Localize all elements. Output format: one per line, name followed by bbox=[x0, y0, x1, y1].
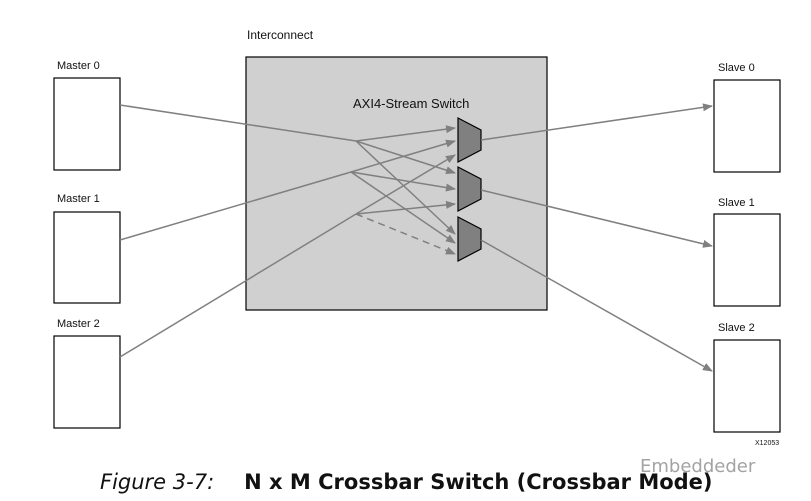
watermark: Embeddeder bbox=[640, 456, 756, 477]
mux-1 bbox=[457, 166, 482, 212]
m1-to-mux1 bbox=[350, 171, 456, 192]
interconnect-label: Interconnect bbox=[247, 28, 314, 42]
m1-to-mux0 bbox=[350, 139, 456, 173]
m2-to-mux0 bbox=[355, 154, 456, 215]
slave-1-label: Slave 1 bbox=[718, 197, 755, 209]
m0-to-mux2 bbox=[355, 140, 456, 235]
slave-0-label: Slave 0 bbox=[718, 62, 755, 74]
mux2-to-slave2 bbox=[480, 239, 713, 372]
caption-title: N x M Crossbar Switch (Crossbar Mode) bbox=[244, 470, 713, 494]
interconnect-box bbox=[245, 56, 548, 311]
m0-to-mux1 bbox=[355, 140, 456, 175]
master-2-box bbox=[53, 335, 121, 429]
master-2-label: Master 2 bbox=[57, 318, 100, 330]
master-2-connections bbox=[119, 154, 456, 358]
switch-label: AXI4-Stream Switch bbox=[353, 96, 469, 111]
master-2-trunk bbox=[119, 213, 357, 358]
figure-caption: Figure 3-7: N x M Crossbar Switch (Crossb… bbox=[100, 470, 713, 494]
m1-to-mux2 bbox=[350, 171, 456, 244]
slave-2-box bbox=[713, 339, 781, 433]
caption-number: Figure 3-7: bbox=[100, 470, 215, 494]
slave-2-label: Slave 2 bbox=[718, 322, 755, 334]
mux-2 bbox=[457, 216, 482, 262]
mux0-to-slave0 bbox=[480, 103, 713, 141]
m0-to-mux0 bbox=[355, 125, 456, 142]
figure-id: X12053 bbox=[755, 440, 779, 447]
master-1-connections bbox=[119, 139, 456, 244]
m2-to-mux2-dashed bbox=[355, 213, 456, 255]
master-0-box bbox=[53, 77, 121, 171]
master-0-label: Master 0 bbox=[57, 60, 100, 72]
master-1-label: Master 1 bbox=[57, 193, 100, 205]
master-0-trunk bbox=[119, 104, 357, 142]
slave-1-box bbox=[713, 213, 781, 307]
slave-0-box bbox=[713, 79, 781, 173]
master-1-box bbox=[53, 211, 121, 304]
master-0-connections bbox=[119, 104, 456, 235]
m2-to-mux1 bbox=[355, 200, 456, 215]
mux1-to-slave1 bbox=[480, 189, 713, 248]
master-1-trunk bbox=[119, 171, 352, 241]
mux-0 bbox=[457, 117, 482, 163]
